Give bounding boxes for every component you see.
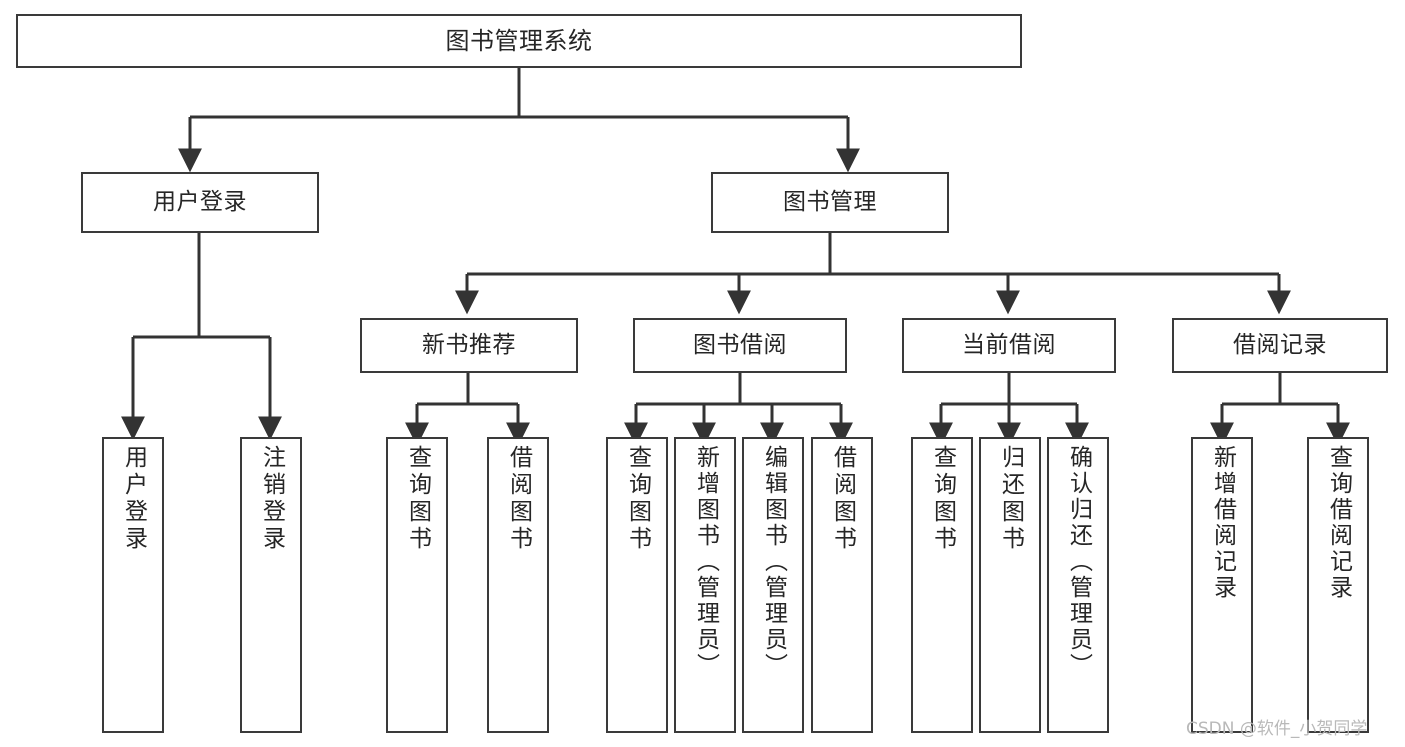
node-leaf-query-book-1[interactable]: 查询图书 bbox=[386, 437, 448, 733]
node-leaf-add-record-label: 新增借阅记录 bbox=[1209, 445, 1236, 601]
node-leaf-return-book[interactable]: 归还图书 bbox=[979, 437, 1041, 733]
node-book-management-label: 图书管理 bbox=[783, 188, 877, 215]
node-leaf-query-book-1-label: 查询图书 bbox=[404, 445, 431, 553]
node-book-borrow-label: 图书借阅 bbox=[693, 331, 787, 358]
node-borrow-records-label: 借阅记录 bbox=[1233, 331, 1327, 358]
watermark: CSDN @软件_小贺同学 bbox=[1186, 719, 1368, 739]
node-user-login[interactable]: 用户登录 bbox=[81, 172, 319, 233]
node-leaf-query-book-2-label: 查询图书 bbox=[624, 445, 651, 553]
node-leaf-confirm-return[interactable]: 确认归还（管理员） bbox=[1047, 437, 1109, 733]
node-book-management[interactable]: 图书管理 bbox=[711, 172, 949, 233]
node-leaf-query-record[interactable]: 查询借阅记录 bbox=[1307, 437, 1369, 733]
node-leaf-borrow-book-1[interactable]: 借阅图书 bbox=[487, 437, 549, 733]
node-leaf-query-book-3-label: 查询图书 bbox=[929, 445, 956, 553]
node-leaf-user-login[interactable]: 用户登录 bbox=[102, 437, 164, 733]
node-root-label: 图书管理系统 bbox=[445, 26, 593, 55]
node-root[interactable]: 图书管理系统 bbox=[16, 14, 1022, 68]
node-user-login-label: 用户登录 bbox=[153, 188, 247, 215]
node-leaf-return-book-label: 归还图书 bbox=[997, 445, 1024, 553]
node-current-borrow-label: 当前借阅 bbox=[962, 331, 1056, 358]
node-leaf-borrow-book-2[interactable]: 借阅图书 bbox=[811, 437, 873, 733]
node-leaf-query-book-3[interactable]: 查询图书 bbox=[911, 437, 973, 733]
node-leaf-confirm-return-label: 确认归还（管理员） bbox=[1065, 445, 1092, 679]
node-leaf-logout[interactable]: 注销登录 bbox=[240, 437, 302, 733]
node-leaf-borrow-book-1-label: 借阅图书 bbox=[505, 445, 532, 553]
node-leaf-query-book-2[interactable]: 查询图书 bbox=[606, 437, 668, 733]
node-leaf-borrow-book-2-label: 借阅图书 bbox=[829, 445, 856, 553]
node-new-book-recommend[interactable]: 新书推荐 bbox=[360, 318, 578, 373]
node-leaf-add-record[interactable]: 新增借阅记录 bbox=[1191, 437, 1253, 733]
node-leaf-query-record-label: 查询借阅记录 bbox=[1325, 445, 1352, 601]
node-new-book-recommend-label: 新书推荐 bbox=[422, 331, 516, 358]
node-current-borrow[interactable]: 当前借阅 bbox=[902, 318, 1116, 373]
node-borrow-records[interactable]: 借阅记录 bbox=[1172, 318, 1388, 373]
node-leaf-add-book[interactable]: 新增图书（管理员） bbox=[674, 437, 736, 733]
node-leaf-add-book-label: 新增图书（管理员） bbox=[692, 445, 719, 679]
node-book-borrow[interactable]: 图书借阅 bbox=[633, 318, 847, 373]
node-leaf-edit-book[interactable]: 编辑图书（管理员） bbox=[742, 437, 804, 733]
node-leaf-user-login-label: 用户登录 bbox=[120, 445, 147, 553]
node-leaf-edit-book-label: 编辑图书（管理员） bbox=[760, 445, 787, 679]
node-leaf-logout-label: 注销登录 bbox=[258, 445, 285, 553]
